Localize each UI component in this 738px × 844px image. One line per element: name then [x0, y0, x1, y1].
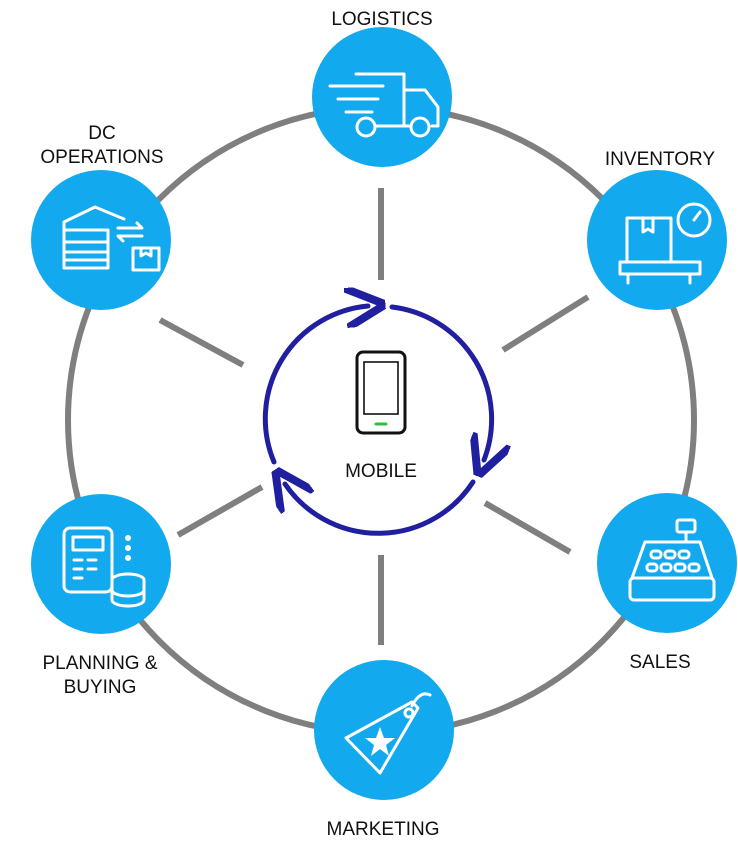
label-planning-line-1: PLANNING & [42, 653, 158, 674]
warehouse-icon [62, 205, 161, 272]
spoke-dc-operations [158, 317, 245, 368]
spoke-inventory [501, 294, 590, 353]
label-logistics: LOGISTICS [322, 8, 442, 32]
cycle-arrow-right [389, 304, 492, 460]
cycle-arrow-left [262, 306, 368, 465]
label-dc-operations: DC OPERATIONS [22, 122, 182, 170]
label-sales-line: SALES [629, 652, 691, 673]
label-logistics-line: LOGISTICS [331, 9, 433, 30]
label-inventory-line: INVENTORY [604, 149, 716, 170]
label-dc-operations-line-2: OPERATIONS [40, 147, 164, 168]
price-tag-star-icon [344, 692, 432, 775]
smartphone-icon [355, 350, 407, 435]
cycle-arrows [262, 304, 492, 536]
spokes [158, 188, 590, 645]
spoke-sales [483, 500, 572, 555]
delivery-truck-icon [328, 72, 440, 138]
cash-register-icon [628, 518, 716, 602]
scale-with-box-icon [618, 202, 712, 285]
label-planning: PLANNING & BUYING [20, 652, 180, 700]
label-mobile-line: MOBILE [345, 461, 417, 482]
node-logistics[interactable] [312, 27, 452, 167]
label-mobile: MOBILE [321, 460, 441, 484]
node-planning[interactable] [31, 494, 171, 634]
node-sales[interactable] [597, 493, 737, 633]
label-marketing: MARKETING [313, 818, 453, 842]
label-dc-operations-line-1: DC [88, 123, 116, 144]
label-marketing-line: MARKETING [326, 819, 440, 840]
node-marketing[interactable] [314, 660, 454, 800]
node-dc-operations[interactable] [31, 170, 171, 310]
calculator-coins-icon [62, 526, 146, 608]
spoke-planning [176, 484, 264, 538]
label-sales: SALES [610, 651, 710, 675]
label-inventory: INVENTORY [592, 148, 728, 172]
node-inventory[interactable] [587, 170, 727, 310]
cycle-arrow-bottom [285, 482, 476, 536]
label-planning-line-2: BUYING [63, 677, 137, 698]
